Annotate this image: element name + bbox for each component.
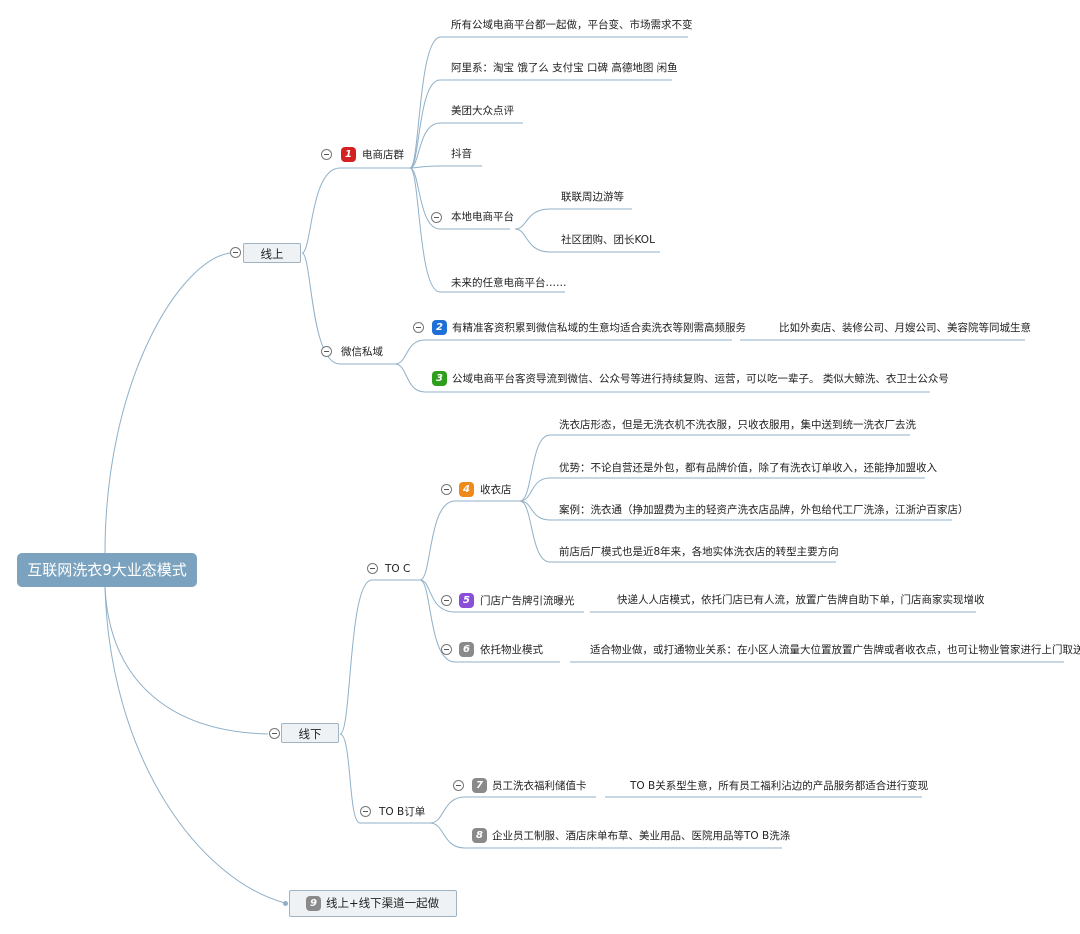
connector-dot: [283, 901, 288, 906]
topic-online[interactable]: 线上: [243, 243, 301, 263]
wechat-item-2[interactable]: 有精准客资积累到微信私域的生意均适合卖洗衣等刚需高频服务: [452, 322, 746, 334]
store-ads-note[interactable]: 快递人人店模式，依托门店已有人流，放置广告牌自助下单，门店商家实现增收: [617, 594, 985, 606]
collapse-toggle-item2[interactable]: [413, 322, 424, 333]
topic-to-b-washing[interactable]: 企业员工制服、酒店床单布草、美业用品、医院用品等TO B洗涤: [492, 830, 791, 842]
topic-ecommerce[interactable]: 电商店群: [362, 149, 404, 161]
priority-2-icon: 2: [432, 320, 447, 335]
topic-store-ads[interactable]: 门店广告牌引流曝光: [480, 595, 575, 607]
wechat-item-3[interactable]: 公域电商平台客资导流到微信、公众号等进行持续复购、运营，可以吃一辈子。 类似大鲸…: [452, 373, 949, 385]
ecommerce-future[interactable]: 未来的任意电商平台……: [451, 277, 567, 289]
priority-4-icon: 4: [459, 482, 474, 497]
priority-7-icon: 7: [472, 778, 487, 793]
topic-to-b[interactable]: TO B订单: [379, 806, 426, 818]
priority-3-icon: 3: [432, 371, 447, 386]
topic-property[interactable]: 依托物业模式: [480, 644, 543, 656]
collapse-toggle-offline[interactable]: [269, 728, 280, 739]
collect-item-2[interactable]: 优势：不论自营还是外包，都有品牌价值，除了有洗衣订单收入，还能挣加盟收入: [559, 462, 937, 474]
topic-wechat-private[interactable]: 微信私域: [341, 346, 383, 358]
root-topic[interactable]: 互联网洗衣9大业态模式: [17, 553, 197, 587]
ecommerce-item-2[interactable]: 阿里系：淘宝 饿了么 支付宝 口碑 高德地图 闲鱼: [451, 62, 678, 74]
priority-1-icon: 1: [341, 147, 356, 162]
ecommerce-item-4[interactable]: 抖音: [451, 148, 472, 160]
priority-8-icon: 8: [472, 828, 487, 843]
wechat-item-2-note[interactable]: 比如外卖店、装修公司、月嫂公司、美容院等同城生意: [779, 322, 1031, 334]
collapse-toggle-collect[interactable]: [441, 484, 452, 495]
topic-collect-store[interactable]: 收衣店: [480, 484, 512, 496]
local-item-1[interactable]: 联联周边游等: [561, 191, 624, 203]
local-item-2[interactable]: 社区团购、团长KOL: [561, 234, 655, 246]
collapse-toggle-card[interactable]: [453, 780, 464, 791]
property-note[interactable]: 适合物业做，或打通物业关系：在小区人流量大位置放置广告牌或者收衣点，也可让物业管…: [590, 644, 1080, 656]
ecommerce-item-1[interactable]: 所有公域电商平台都一起做，平台变、市场需求不变: [451, 19, 693, 31]
employee-card-note[interactable]: TO B关系型生意，所有员工福利沾边的产品服务都适合进行变现: [630, 780, 929, 792]
priority-5-icon: 5: [459, 593, 474, 608]
collect-item-4[interactable]: 前店后厂模式也是近8年来，各地实体洗衣店的转型主要方向: [559, 546, 839, 558]
collapse-toggle-ads[interactable]: [441, 595, 452, 606]
collapse-toggle-property[interactable]: [441, 644, 452, 655]
collect-item-3[interactable]: 案例：洗衣通（挣加盟费为主的轻资产洗衣店品牌，外包给代工厂洗涤，江浙沪百家店）: [559, 504, 969, 516]
collapse-toggle-wechat[interactable]: [321, 346, 332, 357]
ecommerce-item-3[interactable]: 美团大众点评: [451, 105, 514, 117]
topic-employee-card[interactable]: 员工洗衣福利储值卡: [492, 780, 587, 792]
collapse-toggle-ecommerce[interactable]: [321, 149, 332, 160]
collapse-toggle-toc[interactable]: [367, 563, 378, 574]
topic-local-ecommerce[interactable]: 本地电商平台: [451, 211, 514, 223]
topic-to-c[interactable]: TO C: [385, 563, 411, 575]
collapse-toggle-online[interactable]: [230, 247, 241, 258]
priority-6-icon: 6: [459, 642, 474, 657]
topic-offline[interactable]: 线下: [281, 723, 339, 743]
priority-9-icon: 9: [306, 896, 321, 911]
collapse-toggle-local[interactable]: [431, 212, 442, 223]
collapse-toggle-tob[interactable]: [360, 806, 371, 817]
collect-item-1[interactable]: 洗衣店形态，但是无洗衣机不洗衣服，只收衣服用，集中送到统一洗衣厂去洗: [559, 419, 916, 431]
